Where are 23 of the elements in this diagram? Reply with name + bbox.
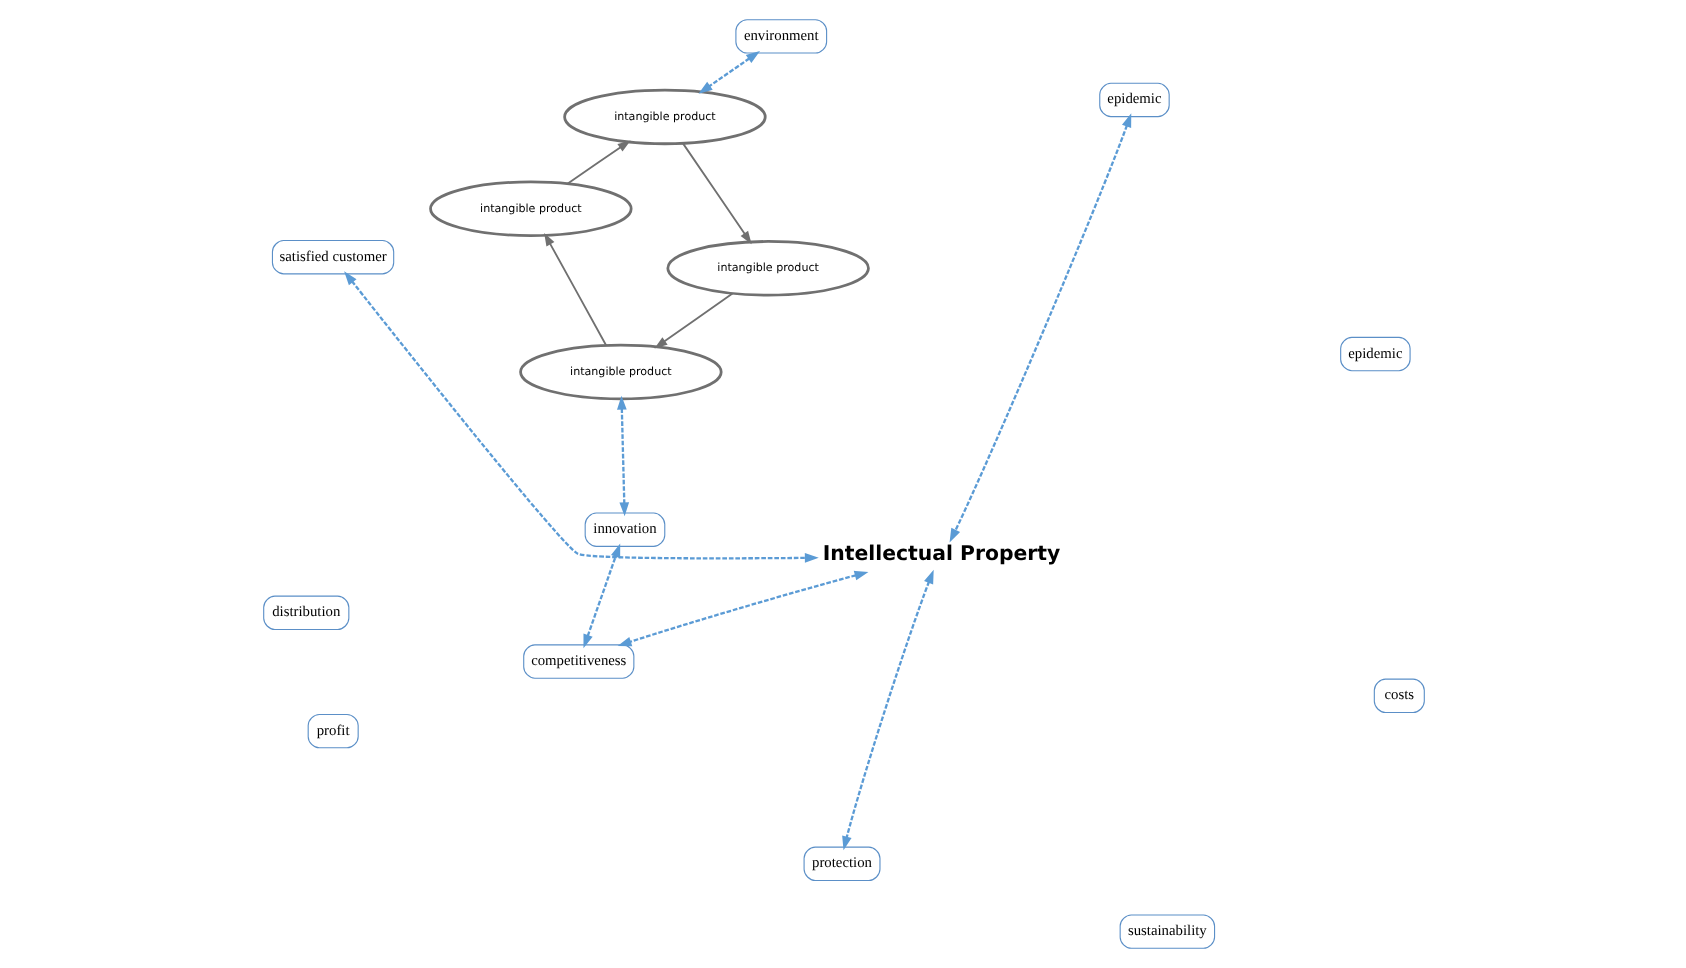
node-box: epidemic — [1098, 82, 1169, 118]
node-box: epidemic — [1339, 336, 1410, 372]
arrow — [582, 543, 620, 649]
node-box: protection — [802, 846, 880, 881]
arrow — [697, 51, 759, 94]
node-box: competitiveness — [522, 644, 634, 679]
arrow — [681, 142, 751, 245]
arrow — [543, 232, 607, 347]
arrow — [653, 292, 733, 349]
node-box: innovation — [583, 512, 665, 547]
arrow — [565, 140, 630, 185]
node-text: Intellectual Property — [821, 544, 1060, 567]
arrow — [841, 569, 933, 851]
node-box: profit — [306, 713, 358, 749]
node-box: distribution — [262, 595, 349, 631]
node-box: costs — [1372, 678, 1424, 714]
arrow — [343, 271, 818, 563]
arrow — [616, 570, 868, 647]
node-box: sustainability — [1118, 914, 1215, 949]
node-box: satisfied customer — [270, 240, 394, 275]
arrow — [948, 113, 1131, 543]
node-box: environment — [734, 19, 827, 54]
arrow — [616, 395, 629, 517]
